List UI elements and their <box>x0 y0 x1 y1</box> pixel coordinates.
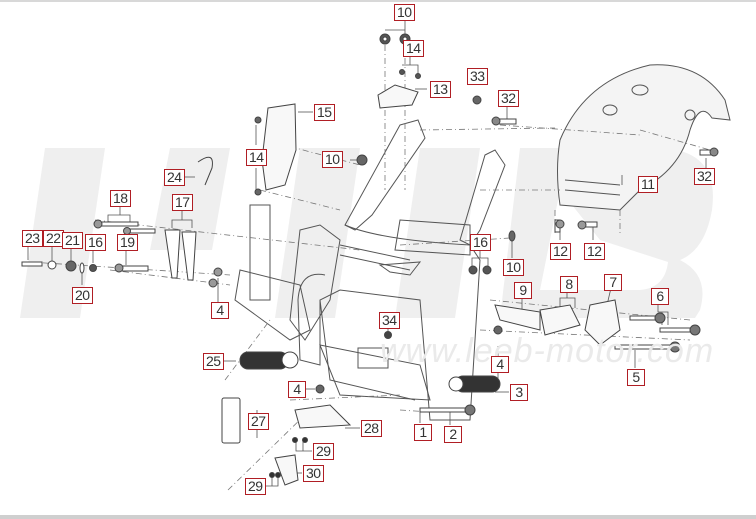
callout-12[interactable]: 12 <box>550 243 571 260</box>
callout-19[interactable]: 19 <box>117 234 138 251</box>
callout-23[interactable]: 23 <box>22 230 43 247</box>
callout-5[interactable]: 5 <box>627 369 645 386</box>
callout-13[interactable]: 13 <box>430 81 451 98</box>
callout-33[interactable]: 33 <box>467 68 488 85</box>
callout-6[interactable]: 6 <box>651 288 669 305</box>
callout-4[interactable]: 4 <box>211 302 229 319</box>
heat-shield <box>557 64 731 211</box>
callout-9[interactable]: 9 <box>514 282 532 299</box>
callout-32[interactable]: 32 <box>694 168 715 185</box>
callout-25[interactable]: 25 <box>203 353 224 370</box>
callout-29[interactable]: 29 <box>245 478 266 495</box>
callout-16[interactable]: 16 <box>470 234 491 251</box>
callout-27[interactable]: 27 <box>248 413 269 430</box>
callout-4[interactable]: 4 <box>491 356 509 373</box>
callout-29[interactable]: 29 <box>313 443 334 460</box>
callout-32[interactable]: 32 <box>498 90 519 107</box>
callout-30[interactable]: 30 <box>303 465 324 482</box>
top-border <box>0 0 756 2</box>
watermark-url: www.leeb-motor.com <box>380 332 715 370</box>
callout-10[interactable]: 10 <box>503 259 524 276</box>
callout-10[interactable]: 10 <box>322 151 343 168</box>
callout-34[interactable]: 34 <box>379 312 400 329</box>
callout-15[interactable]: 15 <box>314 104 335 121</box>
callout-7[interactable]: 7 <box>604 274 622 291</box>
callout-14[interactable]: 14 <box>403 40 424 57</box>
hardware <box>21 33 719 486</box>
bottom-border <box>0 515 756 519</box>
callout-14[interactable]: 14 <box>246 149 267 166</box>
callout-22[interactable]: 22 <box>43 230 64 247</box>
frame <box>234 119 506 421</box>
callout-4[interactable]: 4 <box>288 381 306 398</box>
callout-28[interactable]: 28 <box>361 420 382 437</box>
callout-18[interactable]: 18 <box>110 190 131 207</box>
callout-12[interactable]: 12 <box>584 243 605 260</box>
callout-16[interactable]: 16 <box>85 234 106 251</box>
callout-8[interactable]: 8 <box>560 276 578 293</box>
callout-2[interactable]: 2 <box>444 426 462 443</box>
callout-3[interactable]: 3 <box>510 384 528 401</box>
callout-24[interactable]: 24 <box>164 169 185 186</box>
callout-21[interactable]: 21 <box>62 232 83 249</box>
callout-11[interactable]: 11 <box>638 176 658 193</box>
callout-10[interactable]: 10 <box>394 4 415 21</box>
callout-17[interactable]: 17 <box>172 194 193 211</box>
callout-20[interactable]: 20 <box>72 287 93 304</box>
callout-1[interactable]: 1 <box>414 424 432 441</box>
